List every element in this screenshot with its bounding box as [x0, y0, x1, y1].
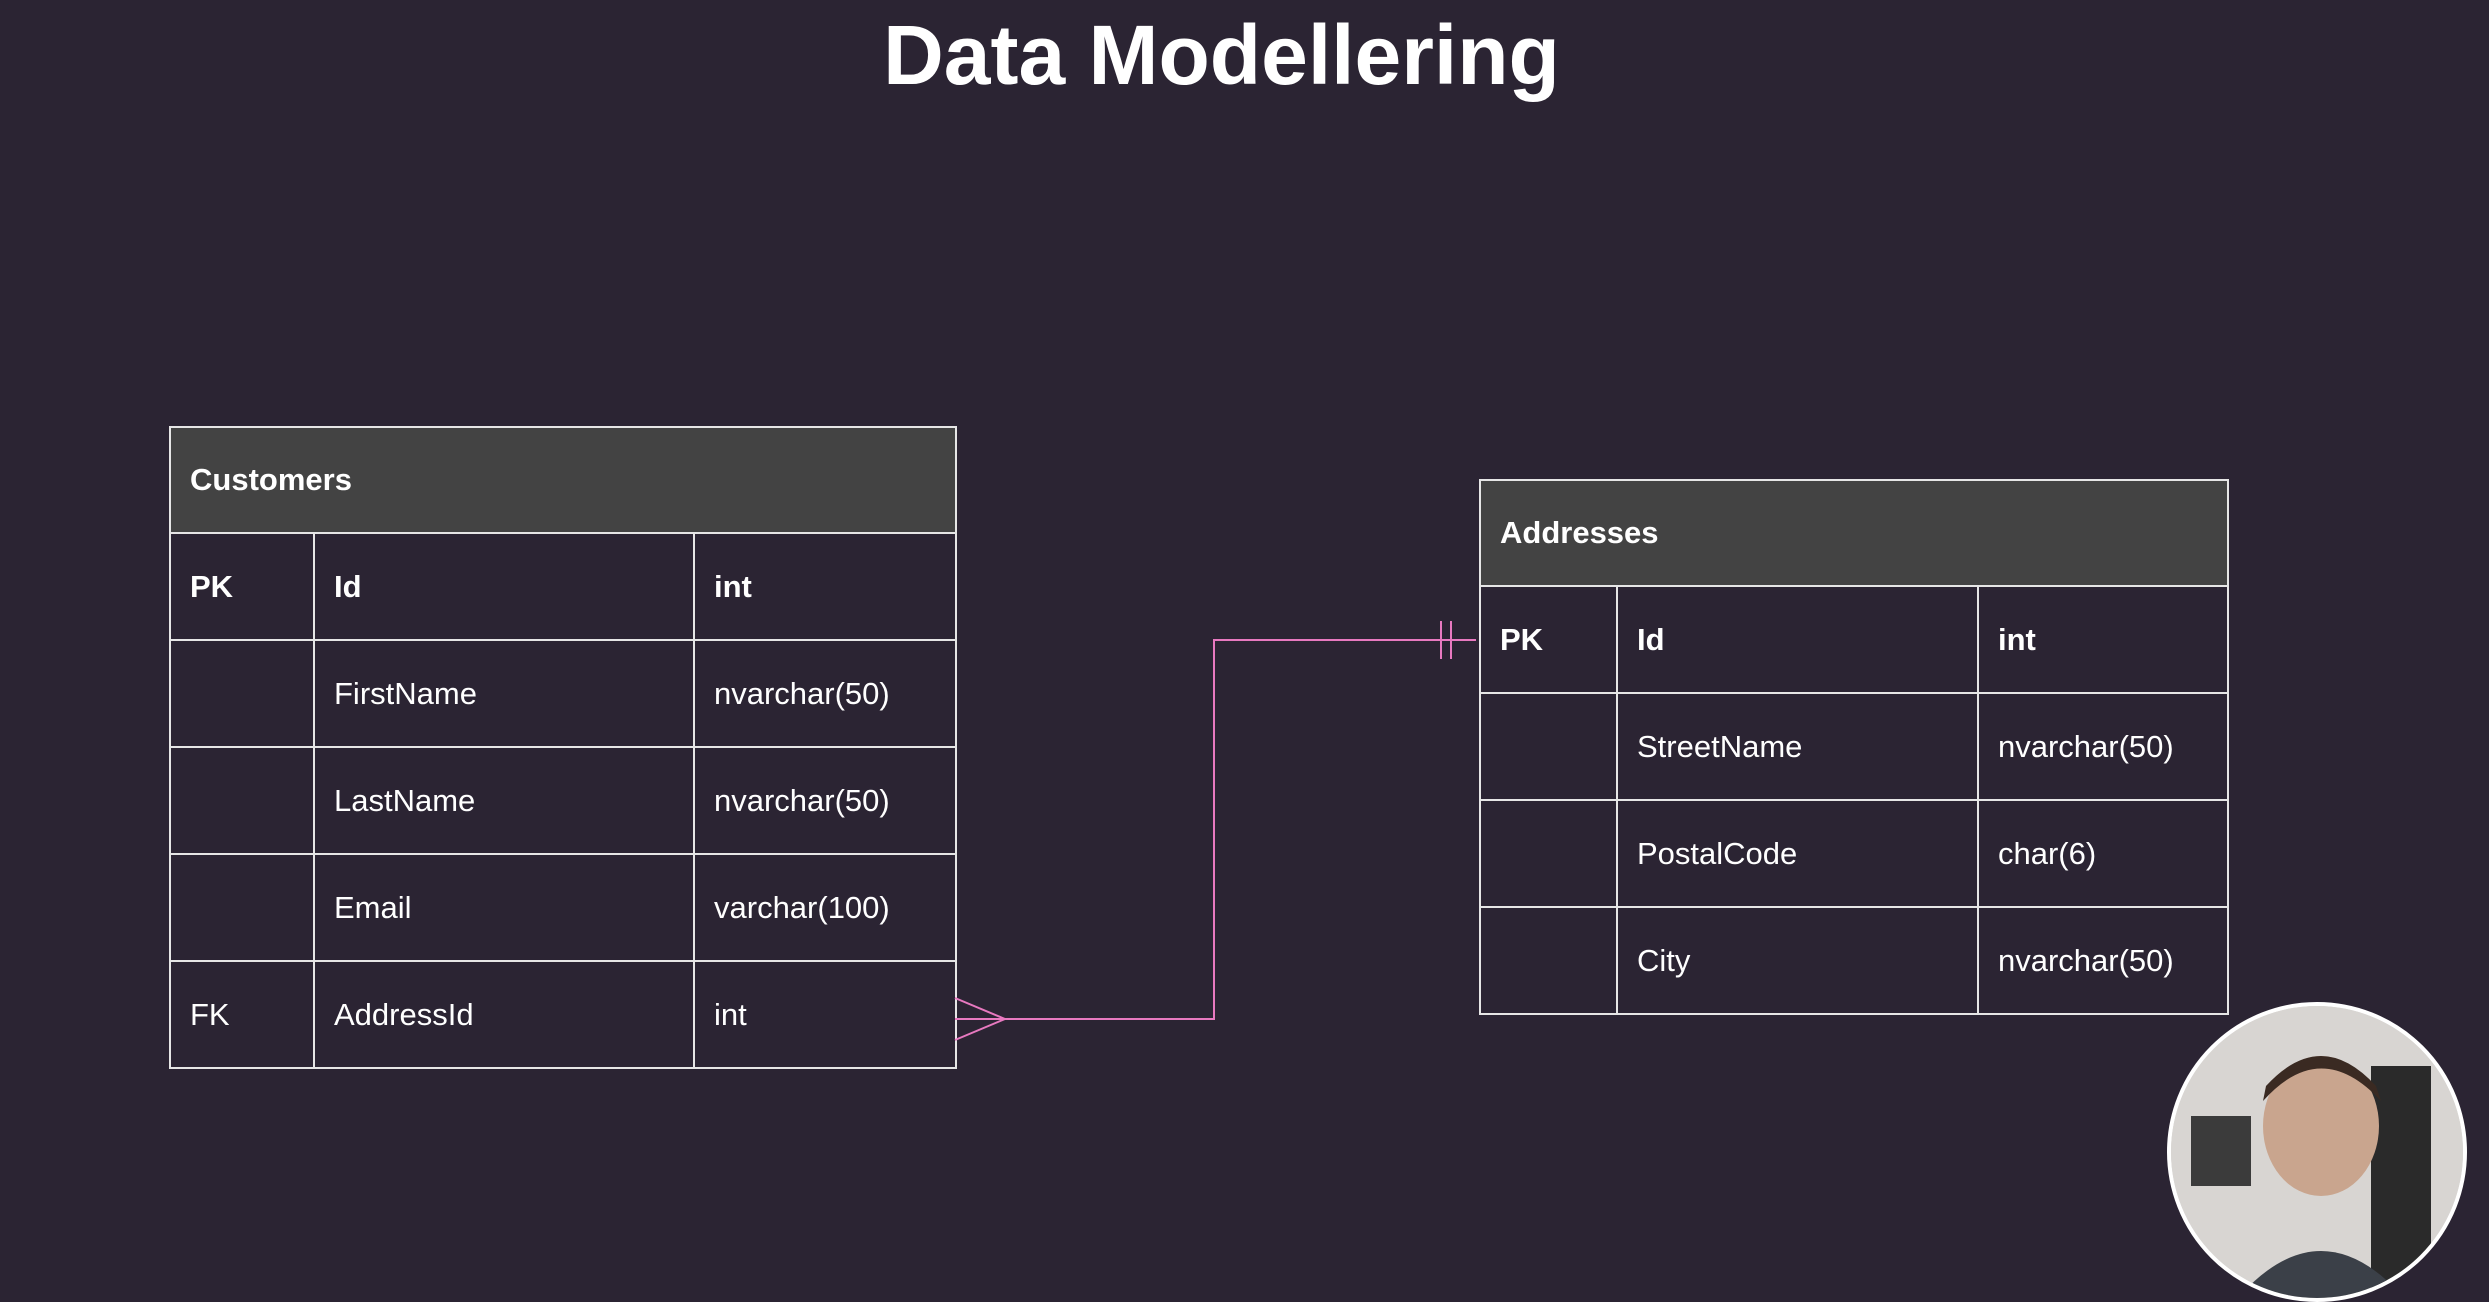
column-type-cell: int	[1977, 585, 2229, 694]
presenter-silhouette-icon	[2171, 1006, 2463, 1298]
column-type-cell: nvarchar(50)	[692, 746, 958, 855]
table-row: PK Id int	[1479, 585, 2229, 694]
table-row: PK Id int	[169, 532, 958, 641]
addresses-table: Addresses PK Id int StreetName nvarchar(…	[1479, 479, 2229, 1015]
table-title: Customers	[168, 426, 958, 534]
column-type-cell: nvarchar(50)	[1977, 692, 2229, 801]
column-name-cell: PostalCode	[1616, 799, 1979, 908]
column-type-cell: nvarchar(50)	[692, 639, 958, 748]
column-name-cell: Email	[313, 853, 695, 962]
one-mandatory-icon	[1440, 621, 1452, 659]
column-name-cell: City	[1616, 906, 1979, 1015]
customers-table: Customers PK Id int FirstName nvarchar(5…	[168, 426, 958, 1069]
column-name-cell: Id	[1616, 585, 1979, 694]
table-title: Addresses	[1479, 479, 2229, 587]
table-row: FK AddressId int	[169, 960, 958, 1069]
column-type-cell: int	[692, 960, 958, 1069]
presenter-webcam-icon	[2167, 1002, 2467, 1302]
key-cell	[169, 853, 315, 962]
table-row: FirstName nvarchar(50)	[169, 639, 958, 748]
table-row: LastName nvarchar(50)	[169, 746, 958, 855]
key-cell: FK	[169, 960, 315, 1069]
connector-line	[1005, 639, 1476, 1020]
table-row: Email varchar(100)	[169, 853, 958, 962]
page-title: Data Modellering	[883, 8, 1560, 102]
key-cell	[169, 746, 315, 855]
column-name-cell: LastName	[313, 746, 695, 855]
key-cell: PK	[1479, 585, 1618, 694]
key-cell	[1479, 799, 1618, 908]
column-type-cell: varchar(100)	[692, 853, 958, 962]
column-name-cell: StreetName	[1616, 692, 1979, 801]
table-row: PostalCode char(6)	[1479, 799, 2229, 908]
key-cell: PK	[169, 532, 315, 641]
table-row: City nvarchar(50)	[1479, 906, 2229, 1015]
key-cell	[1479, 906, 1618, 1015]
column-name-cell: AddressId	[313, 960, 695, 1069]
column-name-cell: FirstName	[313, 639, 695, 748]
crows-foot-many-icon	[954, 997, 1006, 1041]
table-row: StreetName nvarchar(50)	[1479, 692, 2229, 801]
key-cell	[169, 639, 315, 748]
key-cell	[1479, 692, 1618, 801]
column-name-cell: Id	[313, 532, 695, 641]
column-type-cell: char(6)	[1977, 799, 2229, 908]
column-type-cell: nvarchar(50)	[1977, 906, 2229, 1015]
column-type-cell: int	[692, 532, 958, 641]
